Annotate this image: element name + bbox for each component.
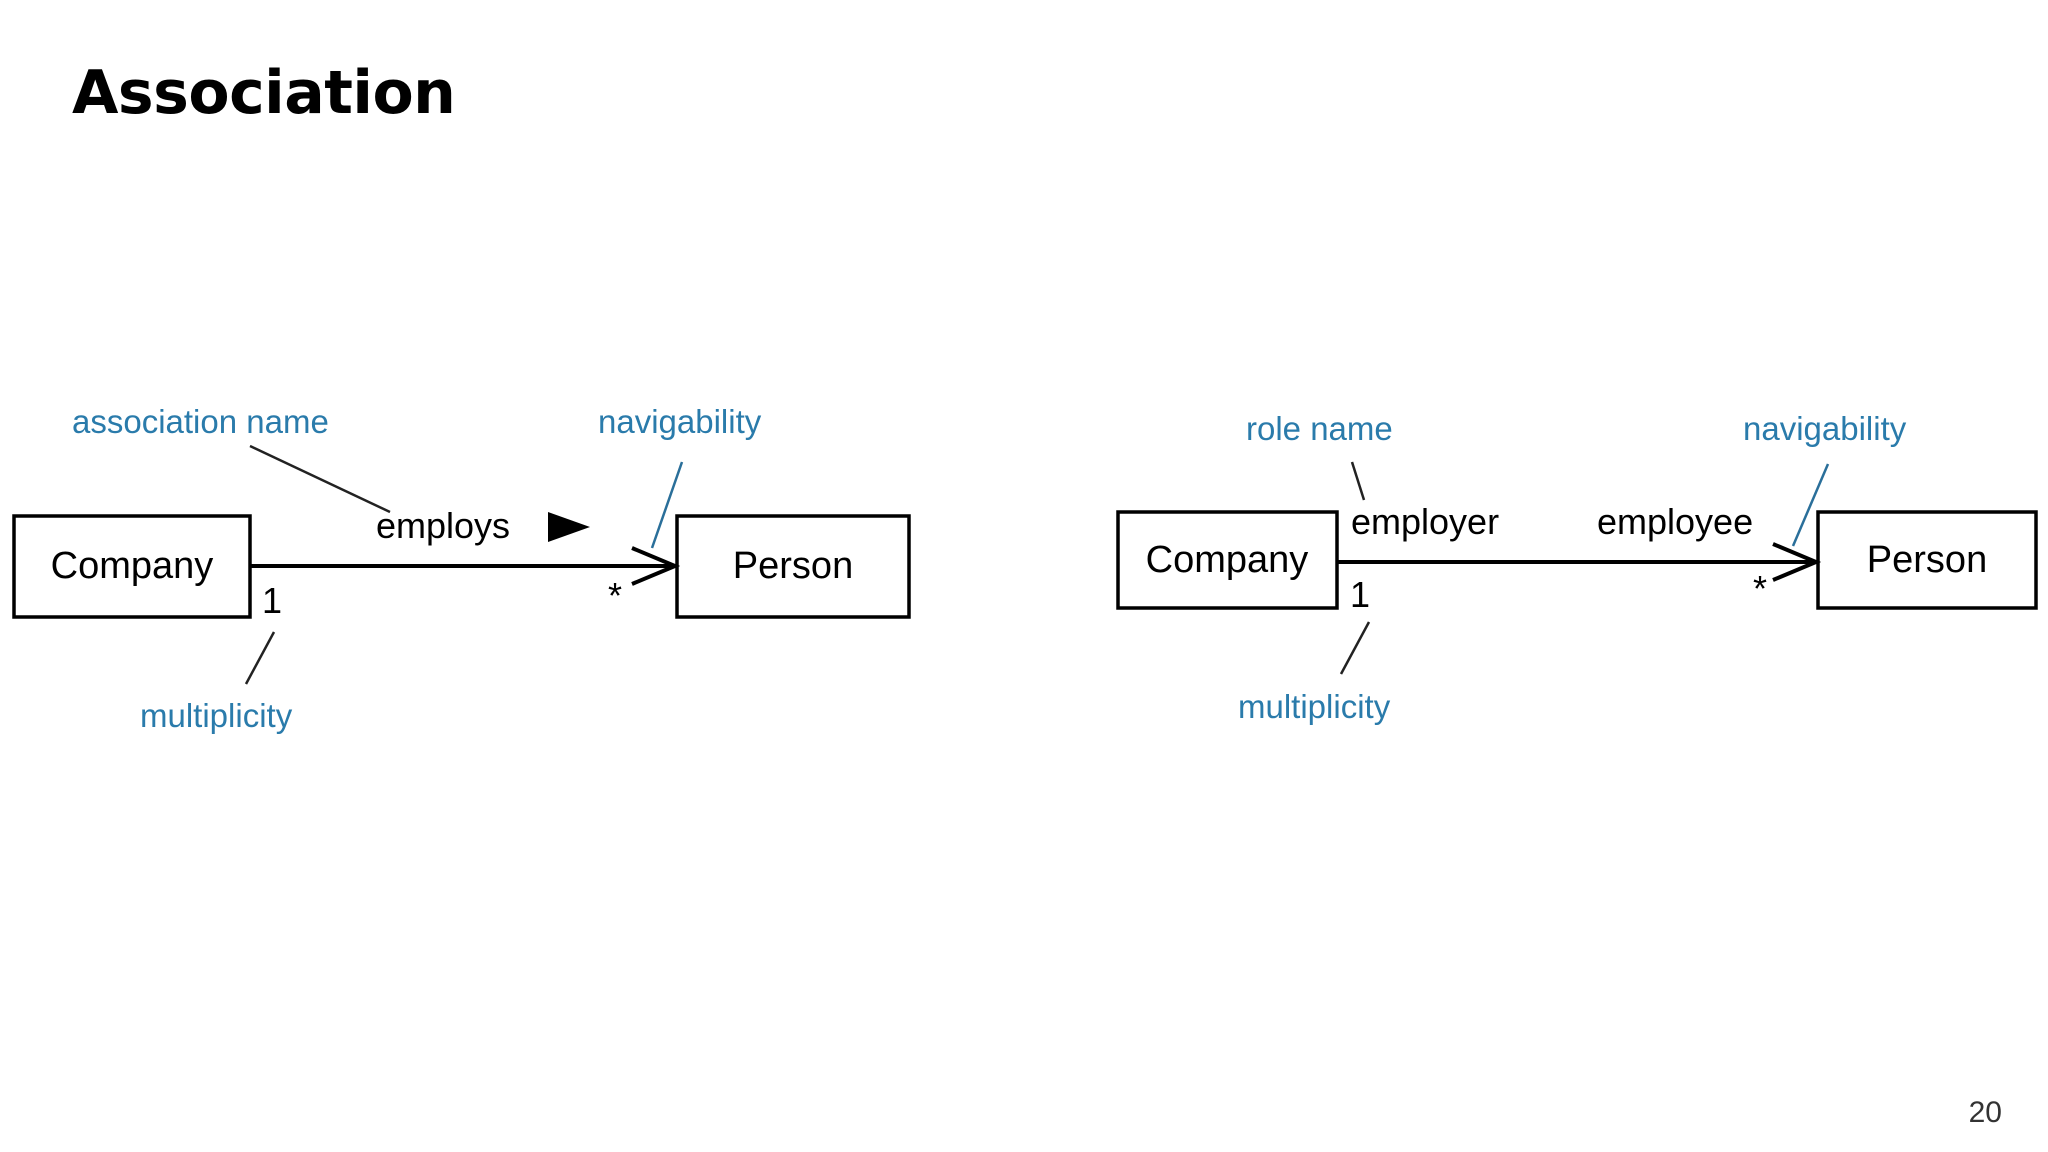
page-number: 20: [1968, 1096, 2002, 1129]
right-leader-role-name: [1350, 461, 1366, 501]
slide-title: Association: [72, 58, 456, 128]
right-person-box: [1816, 510, 2038, 610]
right-company-label: Company: [1146, 539, 1309, 581]
right-role-employee: employee: [1597, 501, 1753, 542]
right-role-employer: employer: [1351, 501, 1499, 542]
left-diagram: Company Person employs 1 * association n…: [12, 403, 911, 734]
right-diagram: Company Person employer employee 1 * rol…: [1116, 410, 2038, 725]
left-arrowhead: [631, 546, 681, 586]
left-person-box: [675, 514, 911, 619]
left-company-box: [12, 514, 252, 619]
right-leader-multiplicity: [1339, 621, 1371, 675]
left-multiplicity-person: *: [608, 575, 622, 616]
right-annotation-navigability: navigability: [1743, 410, 1907, 447]
left-company-label: Company: [51, 545, 214, 587]
left-person-label: Person: [733, 545, 853, 587]
direction-triangle-icon: [548, 512, 590, 542]
left-annotation-navigability: navigability: [598, 403, 762, 440]
right-arrowhead: [1772, 542, 1822, 582]
left-annotation-multiplicity: multiplicity: [140, 697, 293, 734]
right-person-label: Person: [1867, 539, 1987, 581]
left-multiplicity-company: 1: [262, 580, 282, 621]
right-annotation-role-name: role name: [1246, 410, 1393, 447]
left-leader-navigability: [650, 461, 684, 549]
left-association-name: employs: [376, 505, 510, 546]
right-leader-navigability: [1791, 463, 1830, 547]
right-annotation-multiplicity: multiplicity: [1238, 688, 1391, 725]
left-annotation-association-name: association name: [72, 403, 329, 440]
right-multiplicity-company: 1: [1350, 574, 1370, 615]
right-multiplicity-person: *: [1753, 568, 1767, 609]
left-leader-association-name: [249, 444, 391, 514]
left-leader-multiplicity: [244, 631, 276, 685]
